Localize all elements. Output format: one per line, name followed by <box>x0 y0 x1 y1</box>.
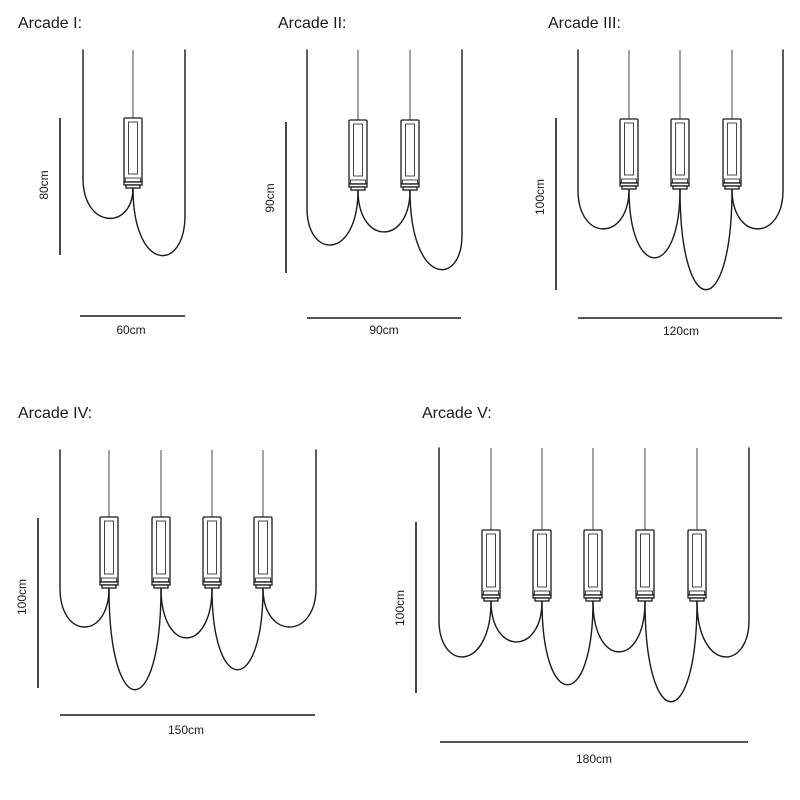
width-label: 180cm <box>576 752 612 766</box>
pendant-lamp-2 <box>400 119 420 191</box>
pendant-lamp-1 <box>348 119 368 191</box>
variant-arcade-4: Arcade IV: 100cm 150cm <box>15 405 317 737</box>
variant-arcade-1: Arcade I: 80cm 60cm <box>18 15 186 337</box>
cable-loops <box>59 449 317 691</box>
pendant-lamp-5 <box>687 529 707 602</box>
width-label: 90cm <box>369 323 398 337</box>
variant-arcade-2: Arcade II: 90cm 90cm <box>263 15 463 337</box>
variant-title: Arcade III: <box>548 15 621 32</box>
cable-loops <box>438 447 750 703</box>
pendant-lamp-4 <box>253 516 273 589</box>
height-label: 100cm <box>533 179 547 215</box>
pendant-lamp-1 <box>99 516 119 589</box>
height-label: 80cm <box>37 170 51 199</box>
cable-loops <box>577 49 784 291</box>
pendant-lamp-3 <box>202 516 222 589</box>
variant-arcade-5: Arcade V: 100cm 180cm <box>393 405 750 766</box>
height-label: 100cm <box>393 590 407 626</box>
height-label: 90cm <box>263 183 277 212</box>
pendant-lamp-1 <box>123 117 143 189</box>
cable-loops <box>306 49 463 271</box>
height-label: 100cm <box>15 579 29 615</box>
width-label: 150cm <box>168 723 204 737</box>
variant-arcade-3: Arcade III: 100cm 120cm <box>533 15 784 338</box>
pendant-lamp-3 <box>722 118 742 190</box>
width-label: 120cm <box>663 324 699 338</box>
pendant-lamp-3 <box>583 529 603 602</box>
cable-loops <box>82 49 186 257</box>
width-label: 60cm <box>116 323 145 337</box>
pendant-lamp-1 <box>481 529 501 602</box>
pendant-lamp-1 <box>619 118 639 190</box>
pendant-lamp-2 <box>151 516 171 589</box>
variant-title: Arcade I: <box>18 15 82 32</box>
variant-title: Arcade IV: <box>18 405 92 422</box>
pendant-lamp-2 <box>532 529 552 602</box>
variant-title: Arcade V: <box>422 405 492 422</box>
pendant-lamp-4 <box>635 529 655 602</box>
variant-title: Arcade II: <box>278 15 346 32</box>
pendant-lamp-2 <box>670 118 690 190</box>
